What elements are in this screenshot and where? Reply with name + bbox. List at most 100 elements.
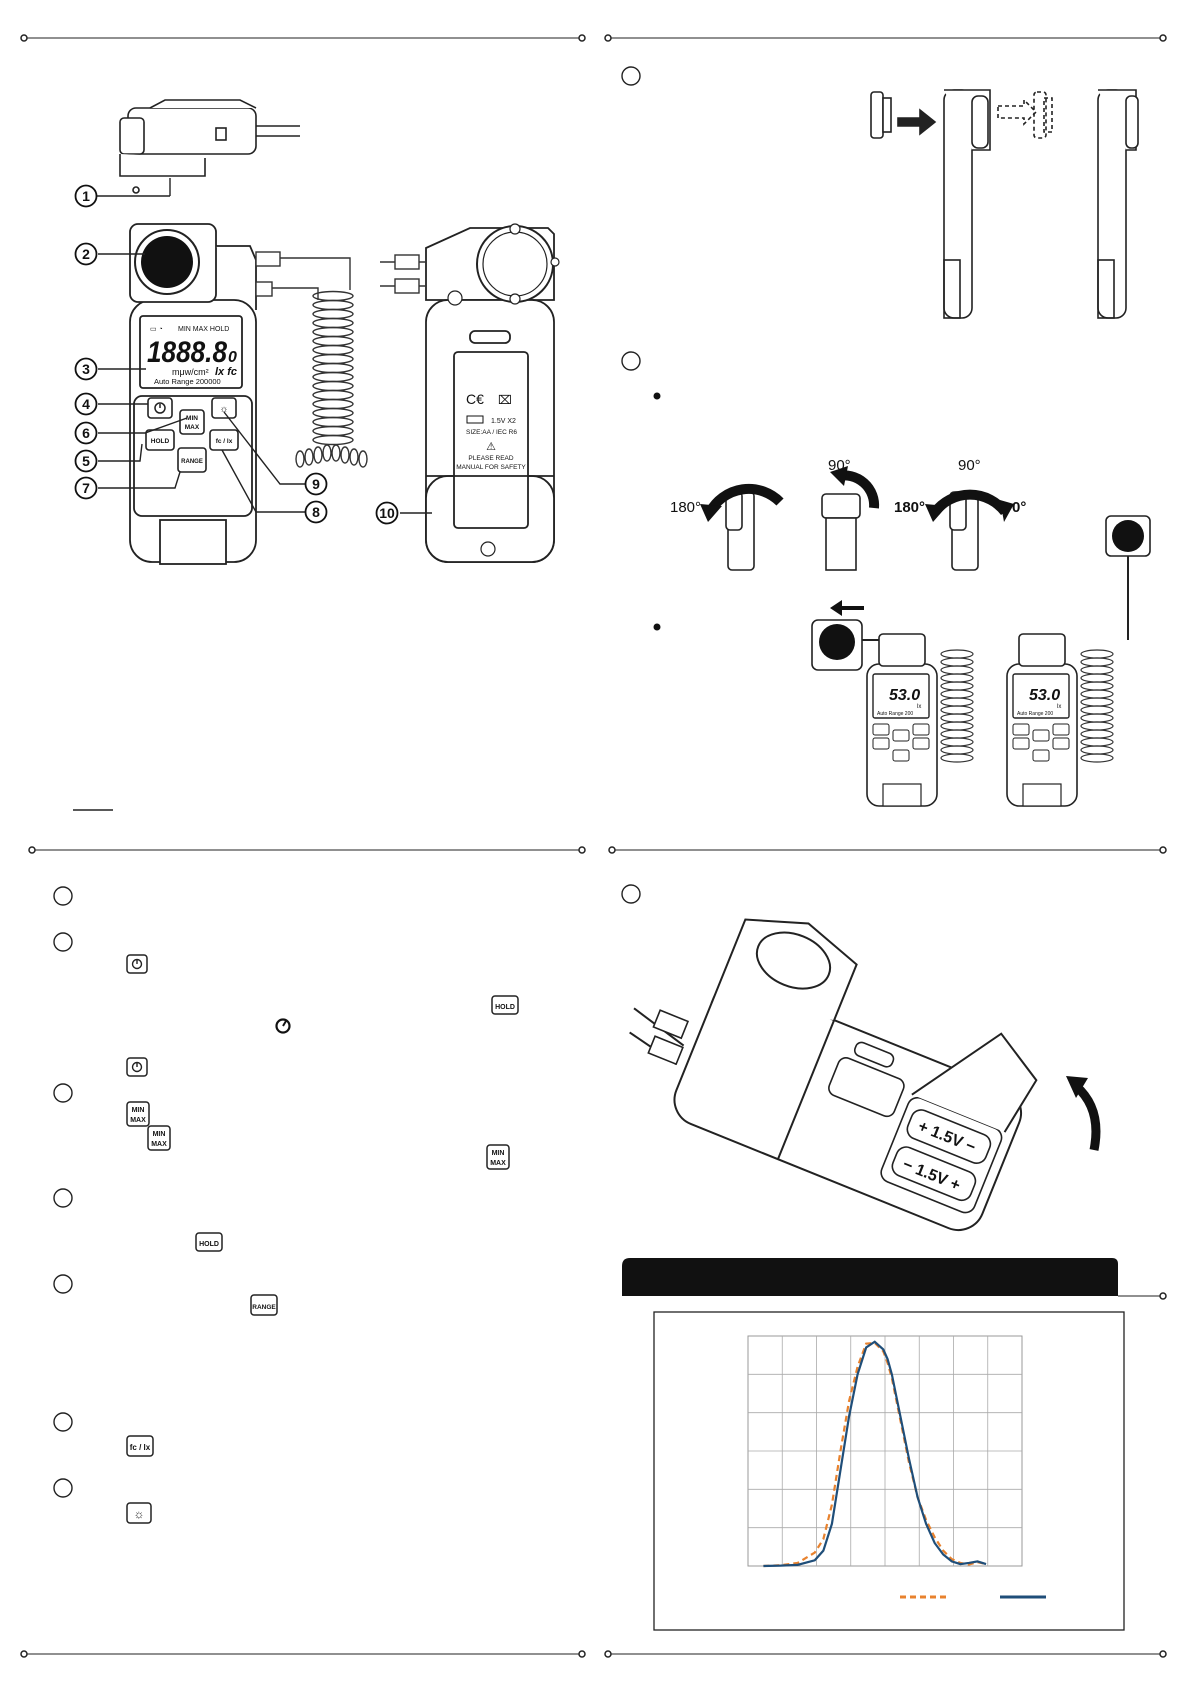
svg-text:⌧: ⌧ <box>498 393 512 407</box>
svg-text:C€: C€ <box>466 391 484 407</box>
spectral-response-chart <box>747 1335 1023 1568</box>
step-circle <box>53 1188 73 1208</box>
callout-circle: 9 <box>304 472 328 496</box>
step-circle <box>53 886 73 906</box>
mini-range: Auto Range 200 <box>877 711 913 717</box>
svg-text:180°: 180° <box>894 499 925 516</box>
callout-number: 8 <box>312 504 320 520</box>
coil-loop <box>295 450 305 468</box>
lcd-display: ▭ ◔ MIN MAX HOLD 1888.8 0 mμw/cm² lx fc … <box>147 326 237 386</box>
callout-circle: 7 <box>74 476 98 500</box>
callout-number: 6 <box>82 425 90 441</box>
callout-circle: 6 <box>74 421 98 445</box>
power-button[interactable] <box>147 397 173 419</box>
step-circle <box>53 1083 73 1103</box>
svg-text:Auto Range 200000: Auto Range 200000 <box>154 377 221 386</box>
svg-text:MIN: MIN <box>186 415 198 422</box>
mini-range: Auto Range 200 <box>1017 711 1053 717</box>
series-line-2 <box>763 1340 987 1568</box>
step-circle <box>53 932 73 952</box>
svg-text:90°: 90° <box>958 457 981 474</box>
callout-number: 1 <box>82 188 90 204</box>
svg-text:MAX: MAX <box>490 1160 506 1167</box>
coil-loop <box>312 362 354 374</box>
callout-number: 3 <box>82 361 90 377</box>
range-key-icon: RANGE <box>250 1294 278 1316</box>
callout-number: 4 <box>82 396 90 412</box>
mini-reading: 53.0 <box>1029 687 1060 704</box>
coil-loop <box>312 353 354 365</box>
svg-text:HOLD: HOLD <box>495 1004 515 1011</box>
cap-install-diagram <box>870 89 1139 319</box>
callout-number: 9 <box>312 476 320 492</box>
svg-text:RANGE: RANGE <box>252 1304 276 1311</box>
callout-circle: 8 <box>304 500 328 524</box>
sun-icon: ☼ <box>134 1507 145 1521</box>
coil-loop <box>312 425 354 437</box>
svg-text:1888.8: 1888.8 <box>147 336 227 369</box>
coil-loops <box>295 290 368 468</box>
section-dividers <box>20 34 1167 1658</box>
callout-circle: 2 <box>74 242 98 266</box>
coil-loop <box>313 446 323 464</box>
callout-number: 5 <box>82 453 90 469</box>
callout-number: 2 <box>82 246 90 262</box>
mini-reading: 53.0 <box>889 687 920 704</box>
svg-text:MIN: MIN <box>153 1131 166 1138</box>
back-label: C€ ⌧ 1.5V X2 SIZE:AA / IEC R6 ⚠ PLEASE R… <box>456 391 526 471</box>
backlight-key-icon: ☼ <box>126 1502 152 1524</box>
step-circle <box>53 1478 73 1498</box>
power-key-icon <box>126 954 148 974</box>
callout-number: 7 <box>82 480 90 496</box>
svg-text:MAX: MAX <box>130 1117 146 1124</box>
coil-loop <box>358 450 368 468</box>
bullet <box>653 623 661 631</box>
svg-text:HOLD: HOLD <box>199 1241 219 1248</box>
step-circle <box>53 1274 73 1294</box>
svg-text:MIN MAX HOLD: MIN MAX HOLD <box>178 326 229 333</box>
callout-circle: 1 <box>74 184 98 208</box>
mini-unit: lx <box>1057 704 1061 710</box>
svg-text:mμw/cm²: mμw/cm² <box>172 367 209 377</box>
svg-text:PLEASE READ: PLEASE READ <box>468 455 513 462</box>
svg-text:MIN: MIN <box>492 1150 505 1157</box>
chart-frame <box>653 1311 1125 1631</box>
hold-key-icon: HOLD <box>195 1232 223 1252</box>
coil-loop <box>331 444 341 462</box>
mini-unit: lx <box>917 704 921 710</box>
fc-lx-button[interactable]: fc / lx <box>209 429 239 451</box>
svg-text:MANUAL FOR SAFETY: MANUAL FOR SAFETY <box>456 464 526 471</box>
svg-text:fc / lx: fc / lx <box>216 438 233 445</box>
hold-key-icon: HOLD <box>491 995 519 1015</box>
coil-loop <box>312 398 354 410</box>
hold-button[interactable]: HOLD <box>145 429 175 451</box>
callout-circle: 4 <box>74 392 98 416</box>
coiled-cable <box>255 251 351 300</box>
back-cable <box>380 254 426 294</box>
coil-loop <box>312 290 354 302</box>
step-circle <box>53 1412 73 1432</box>
coil-loop <box>312 380 354 392</box>
open-arrow <box>1072 1082 1101 1151</box>
svg-text:180°: 180° <box>670 499 701 516</box>
detached-sensor-left <box>811 619 906 671</box>
coil-loop <box>312 308 354 320</box>
coil-loop <box>349 448 359 466</box>
coil-loop <box>312 299 354 311</box>
svg-text:HOLD: HOLD <box>151 438 170 445</box>
step-circle <box>621 66 641 86</box>
backlight-button[interactable]: ☼ <box>211 397 237 419</box>
coil-loop <box>304 448 314 466</box>
svg-text:MAX: MAX <box>151 1141 167 1148</box>
detached-sensor-right <box>1105 515 1151 640</box>
svg-text:90°: 90° <box>828 457 851 474</box>
minmax-key-icon: MIN MAX <box>147 1125 171 1151</box>
range-button[interactable]: RANGE <box>177 447 207 473</box>
step-circle <box>621 351 641 371</box>
min-max-button[interactable]: MIN MAX <box>179 409 205 435</box>
coil-loop <box>312 371 354 383</box>
